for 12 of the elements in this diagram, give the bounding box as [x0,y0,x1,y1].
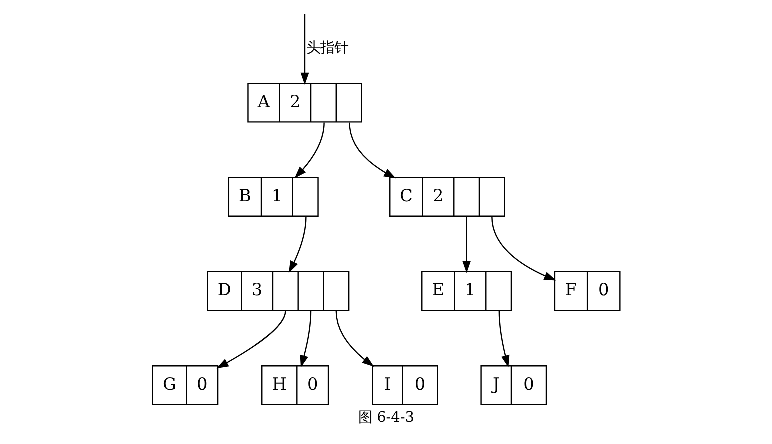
arrow [491,216,556,281]
arrow [216,311,286,369]
arrow [462,217,471,274]
caption: 图 6-4-3 [358,410,414,426]
arrow [300,14,309,86]
arrow [294,122,324,179]
arrow [300,311,312,368]
edge-label: 头指针 [306,40,348,56]
arrow [498,311,510,368]
arrow [348,122,396,179]
arrow [288,216,306,274]
arrow [335,311,374,368]
